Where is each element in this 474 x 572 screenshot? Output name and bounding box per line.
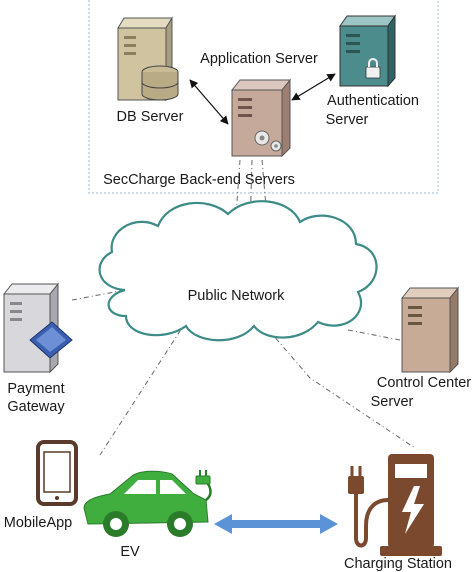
application-server-icon xyxy=(230,78,292,158)
electric-car-icon xyxy=(83,470,212,537)
control-center-server-icon xyxy=(400,286,460,374)
charging-station-icon xyxy=(348,454,442,556)
authentication-server-icon xyxy=(339,14,396,88)
mobile-phone-icon xyxy=(36,440,78,506)
control-center-label-line2: Server xyxy=(371,394,414,410)
control-center-label-line1: Control Center xyxy=(377,375,471,391)
mobile-app-label: MobileApp xyxy=(4,515,73,531)
payment-gateway-icon xyxy=(2,282,73,374)
db-server-label: DB Server xyxy=(117,109,184,125)
application-server-label: Application Server xyxy=(200,51,318,67)
network-links xyxy=(71,159,416,456)
cloud-icon xyxy=(98,200,378,342)
db-app-link-arrow xyxy=(189,79,229,125)
app-auth-link-arrow xyxy=(291,73,336,101)
payment-gateway-label-line2: Gateway xyxy=(7,399,65,415)
authentication-server-label-line1: Authentication xyxy=(327,93,419,109)
network-label: Public Network xyxy=(188,288,285,304)
payment-gateway-label-line1: Payment xyxy=(7,381,64,397)
backend-group-label: SecCharge Back-end Servers xyxy=(103,172,295,188)
charging-station-label: Charging Station xyxy=(344,556,452,572)
db-server-icon xyxy=(117,16,179,102)
ev-station-link-arrow xyxy=(214,514,338,534)
ev-label: EV xyxy=(120,544,140,560)
authentication-server-label-line2: Server xyxy=(326,112,369,128)
